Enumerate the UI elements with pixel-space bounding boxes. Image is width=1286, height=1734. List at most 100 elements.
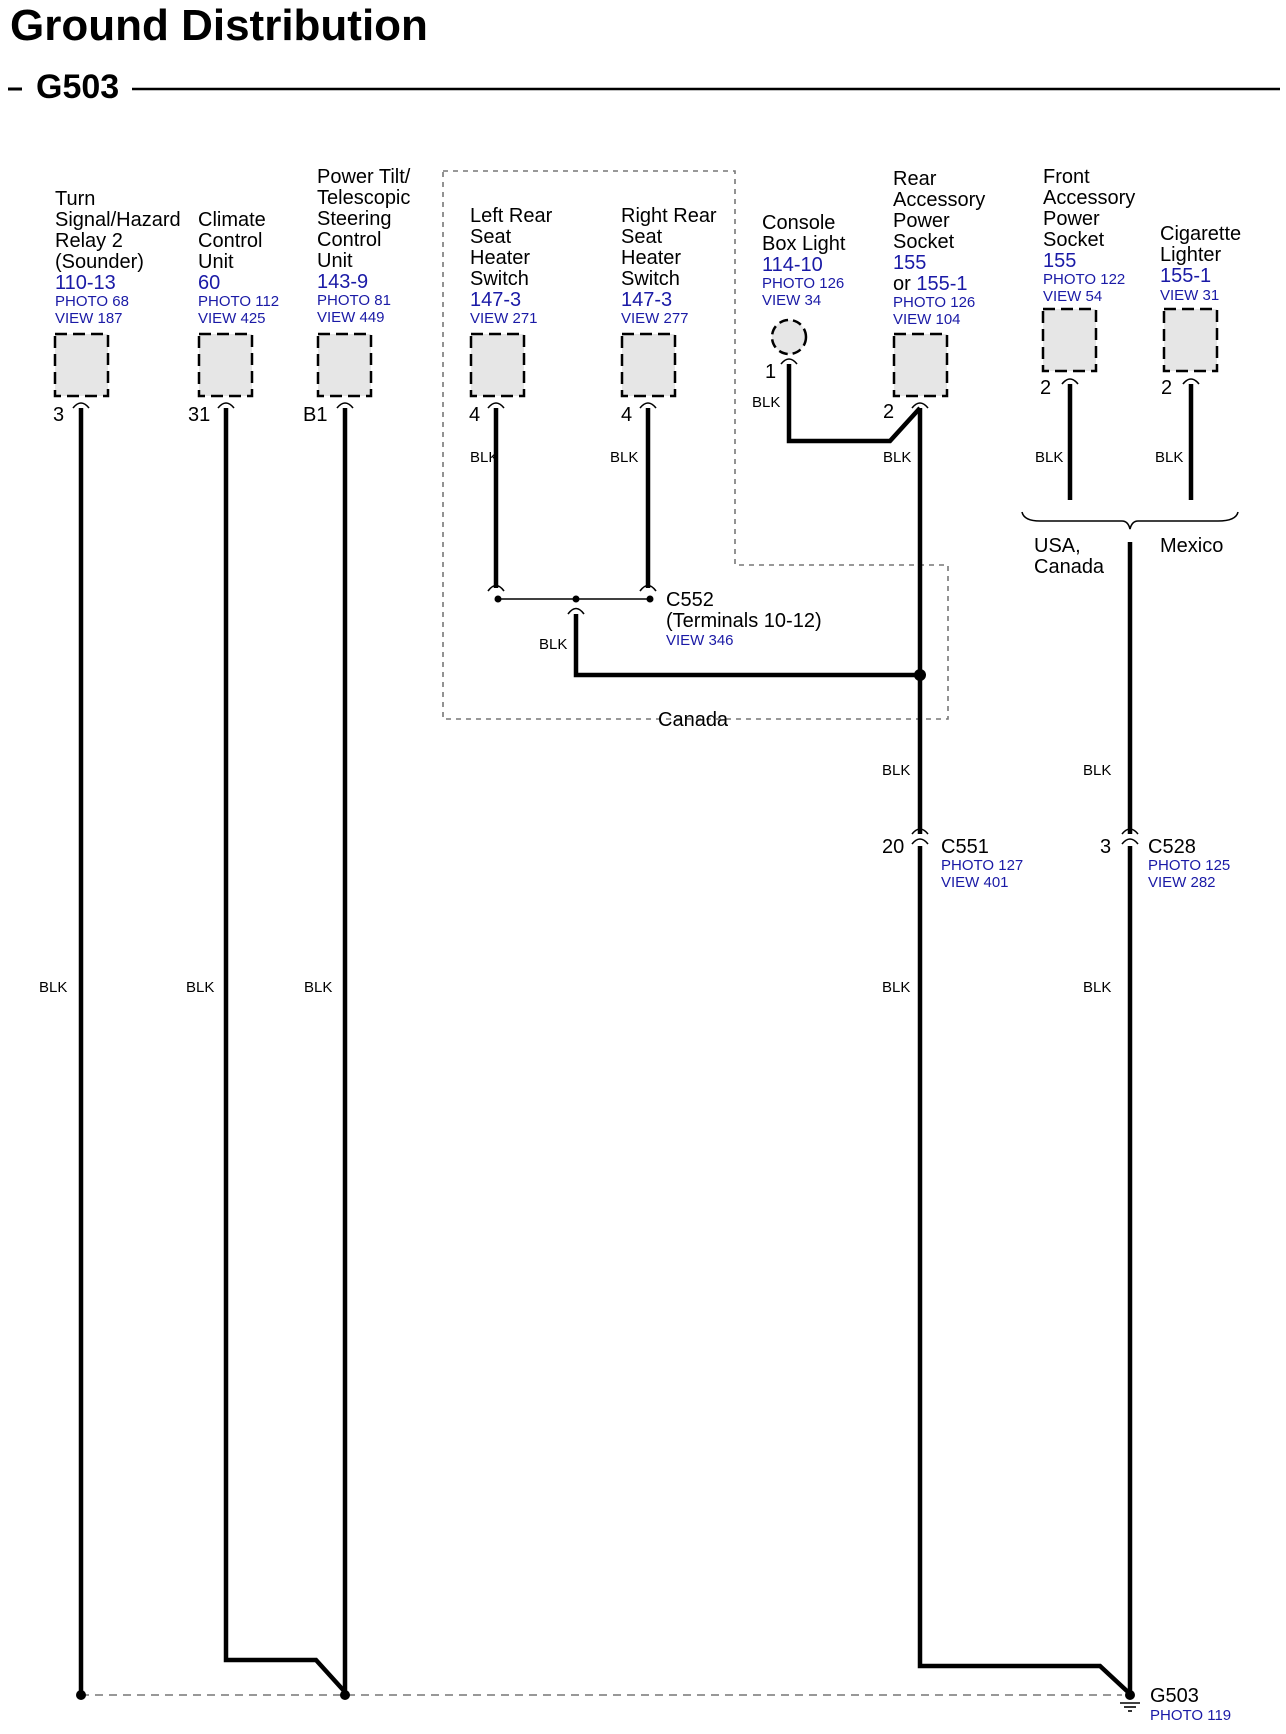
wire-color-label: BLK	[610, 449, 638, 466]
component-name-line: Turn	[55, 188, 95, 210]
canada-option-box	[442, 170, 949, 720]
component-ref: 60	[198, 272, 220, 294]
view-ref: VIEW 271	[470, 310, 538, 327]
component-name-line: Box Light	[762, 233, 846, 255]
ground-splice-dot	[340, 1690, 350, 1700]
component-name-line: Right Rear	[621, 205, 717, 227]
component-ref: 143-9	[317, 271, 368, 293]
view-ref: VIEW 187	[55, 310, 123, 327]
component-name-line: Switch	[621, 268, 680, 290]
connector-detail: (Terminals 10-12)	[666, 610, 822, 632]
view-ref: VIEW 282	[1148, 874, 1216, 891]
photo-ref: PHOTO 127	[941, 857, 1023, 874]
component-turn-signal-relay[interactable]: Turn Signal/Hazard Relay 2 (Sounder) 110…	[53, 188, 181, 426]
component-rear-accessory-power-socket[interactable]: Rear Accessory Power Socket 155 or 155-1…	[883, 168, 985, 423]
component-climate-control-unit[interactable]: Climate Control Unit 60 PHOTO 112 VIEW 4…	[188, 209, 279, 426]
component-ref: 110-13	[55, 272, 116, 294]
pin-number: 2	[1040, 377, 1051, 399]
pin-number: 4	[469, 404, 480, 426]
component-front-accessory-power-socket[interactable]: Front Accessory Power Socket 155 PHOTO 1…	[1040, 166, 1135, 399]
c552-pin-dot	[646, 595, 654, 603]
component-name-line: Switch	[470, 268, 529, 290]
connector-c551[interactable]: 20 C551 PHOTO 127 VIEW 401	[882, 836, 1023, 891]
pin-number: 3	[53, 404, 64, 426]
pin-number: 20	[882, 836, 904, 858]
wire-color-label: BLK	[1155, 449, 1183, 466]
component-console-box-light[interactable]: Console Box Light 114-10 PHOTO 126 VIEW …	[762, 212, 846, 383]
component-name-line: Accessory	[893, 189, 985, 211]
wire-console-box-light	[786, 364, 922, 444]
component-name-line: Rear	[893, 168, 937, 190]
view-ref: VIEW 31	[1160, 287, 1219, 304]
component-name-line: Unit	[317, 250, 353, 272]
component-left-rear-seat-heater-switch[interactable]: Left Rear Seat Heater Switch 147-3 VIEW …	[469, 205, 553, 426]
component-name-line: Socket	[893, 231, 955, 253]
component-name-line: Signal/Hazard	[55, 209, 181, 231]
wire-color-label: BLK	[186, 979, 214, 996]
photo-ref: PHOTO 122	[1043, 271, 1125, 288]
connector-c552[interactable]: C552 (Terminals 10-12) VIEW 346	[666, 589, 822, 649]
component-name-line: (Sounder)	[55, 251, 144, 273]
component-name-line: Power Tilt/	[317, 166, 411, 188]
component-name-line: Accessory	[1043, 187, 1135, 209]
bulb-icon	[770, 318, 808, 356]
component-name-line: Control	[317, 229, 381, 251]
component-ref: 155	[1043, 250, 1076, 272]
page-title: Ground Distribution	[10, 1, 428, 50]
component-ref-alt: or 155-1	[893, 273, 968, 295]
market-label-left: Canada	[1034, 556, 1105, 578]
wire-color-label: BLK	[882, 762, 910, 779]
connector-name: C552	[666, 589, 714, 611]
component-cigarette-lighter[interactable]: Cigarette Lighter 155-1 VIEW 31 2	[1160, 223, 1241, 399]
view-ref: VIEW 401	[941, 874, 1009, 891]
component-name-line: Console	[762, 212, 835, 234]
connector-box	[1162, 307, 1219, 373]
terminal-mark	[336, 402, 354, 409]
wire-climate-control-unit	[223, 408, 347, 1694]
market-label-right: Mexico	[1160, 535, 1223, 557]
view-ref: VIEW 277	[621, 310, 689, 327]
page-subtitle: G503	[36, 68, 119, 106]
connector-box	[53, 332, 110, 398]
component-name-line: Steering	[317, 208, 392, 230]
terminal-mark	[72, 402, 90, 409]
connector-box	[892, 332, 949, 398]
component-steering-control-unit[interactable]: Power Tilt/ Telescopic Steering Control …	[303, 166, 411, 426]
component-ref: 147-3	[470, 289, 521, 311]
terminal-mark	[1061, 378, 1079, 385]
c552-pin-dot	[572, 595, 580, 603]
wire-c551-to-ground	[917, 846, 1130, 1694]
pin-number: 2	[1161, 377, 1172, 399]
market-label-left: USA,	[1034, 535, 1081, 557]
wire-color-label: BLK	[1083, 979, 1111, 996]
photo-ref: PHOTO 68	[55, 293, 129, 310]
pin-number: 4	[621, 404, 632, 426]
wire-color-label: BLK	[1083, 762, 1111, 779]
connector-c528[interactable]: 3 C528 PHOTO 125 VIEW 282	[1100, 836, 1230, 891]
terminal-mark	[639, 402, 657, 409]
component-name-line: Left Rear	[470, 205, 553, 227]
photo-ref: PHOTO 126	[893, 294, 975, 311]
component-ref: 114-10	[762, 254, 823, 276]
component-name-line: Unit	[198, 251, 234, 273]
component-name-line: Climate	[198, 209, 266, 231]
terminal-mark	[780, 358, 798, 365]
wire-color-label: BLK	[39, 979, 67, 996]
component-name-line: Front	[1043, 166, 1090, 188]
wire-color-label: BLK	[882, 979, 910, 996]
component-name-line: Lighter	[1160, 244, 1221, 266]
connector-box	[469, 332, 526, 398]
wire-color-label: BLK	[883, 449, 911, 466]
view-ref: VIEW 449	[317, 309, 385, 326]
component-name-line: Heater	[621, 247, 681, 269]
photo-ref: PHOTO 126	[762, 275, 844, 292]
photo-ref: PHOTO 125	[1148, 857, 1230, 874]
component-right-rear-seat-heater-switch[interactable]: Right Rear Seat Heater Switch 147-3 VIEW…	[620, 205, 717, 426]
c552-terminal-mark	[639, 584, 657, 592]
component-name-line: Seat	[470, 226, 512, 248]
component-ref: 155-1	[1160, 265, 1211, 287]
terminal-mark	[217, 402, 235, 409]
component-name-line: Heater	[470, 247, 530, 269]
ground-g503[interactable]: G503 PHOTO 119	[1150, 1685, 1231, 1724]
